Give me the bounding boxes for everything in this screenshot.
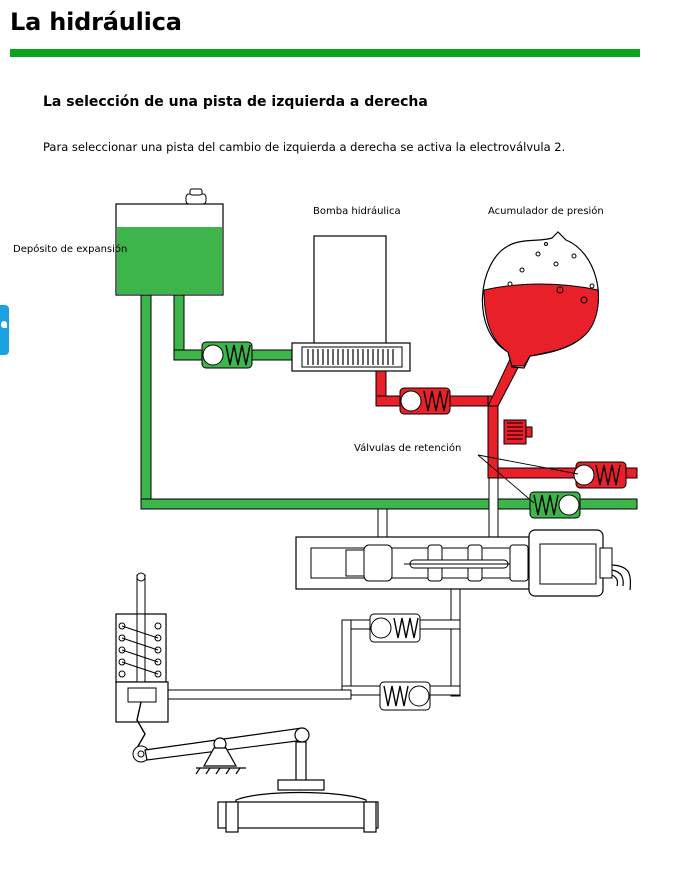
check-valves-label: Válvulas de retención [354, 443, 462, 454]
section-subtitle: La selección de una pista de izquierda a… [43, 94, 428, 110]
low-pressure-lines [140, 293, 638, 510]
upper-control-check-valve [369, 613, 421, 643]
lower-control-check-valve [379, 681, 431, 711]
tab-icon [1, 321, 7, 328]
control-lines [167, 477, 499, 700]
pressure-sensor [503, 419, 533, 445]
pump-outlet-check-valve [399, 387, 451, 415]
selector-cylinder [295, 529, 632, 597]
actuator-spring-housing [115, 572, 169, 763]
title-rule [10, 49, 640, 57]
pump-inlet-check-valve [201, 341, 253, 369]
high-pressure-lines [375, 356, 638, 479]
description-text: Para seleccionar una pista del cambio de… [43, 140, 566, 154]
low-pressure-check-valve [529, 491, 581, 519]
expansion-reservoir [115, 188, 224, 296]
side-bookmark-tab[interactable] [0, 305, 9, 355]
accumulator-label: Acumulador de presión [488, 206, 604, 217]
hydraulic-pump [291, 235, 411, 372]
pump-label: Bomba hidráulica [313, 206, 401, 217]
high-pressure-check-valve [573, 461, 627, 489]
pressure-accumulator [481, 231, 599, 369]
reservoir-label: Depósito de expansión [13, 244, 128, 255]
check-valves-leader-lines [477, 454, 579, 504]
page-title: La hidráulica [10, 8, 182, 36]
gear-lever-linkage [144, 727, 379, 833]
